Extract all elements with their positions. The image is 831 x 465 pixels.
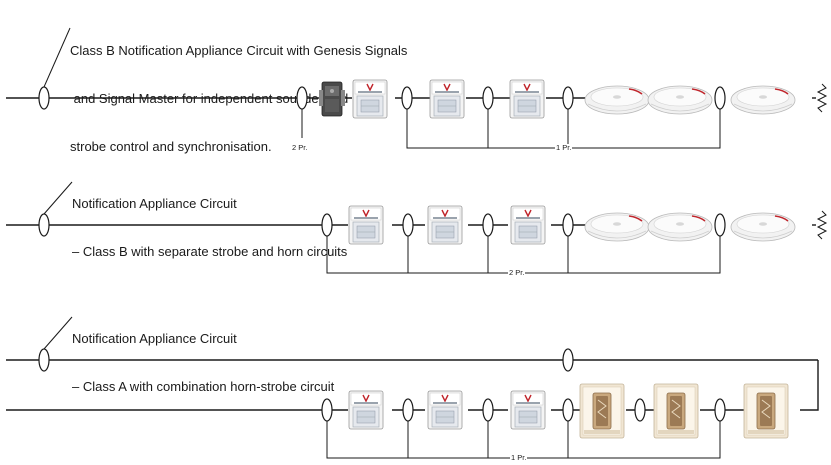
ceiling-sounder-icon xyxy=(584,85,650,115)
caption-line: Notification Appliance Circuit xyxy=(72,331,237,346)
pair-label: 2 Pr. xyxy=(508,268,526,277)
wall-horn-strobe-icon xyxy=(427,205,463,245)
section3-caption: Notification Appliance Circuit – Class A… xyxy=(72,299,334,427)
ceiling-sounder-icon xyxy=(647,85,713,115)
wall-horn-strobe-icon xyxy=(348,205,384,245)
wall-strobe-icon xyxy=(743,383,789,439)
wall-horn-strobe-icon xyxy=(427,390,463,430)
wall-strobe-icon xyxy=(579,383,625,439)
ceiling-sounder-icon xyxy=(730,212,796,242)
caption-line: – Class B with separate strobe and horn … xyxy=(72,244,348,259)
wall-horn-strobe-icon xyxy=(348,390,384,430)
ceiling-sounder-icon xyxy=(647,212,713,242)
caption-line: Class B Notification Appliance Circuit w… xyxy=(70,43,408,58)
cable-ring-marker xyxy=(38,86,50,110)
signal-master-module-icon xyxy=(318,81,346,117)
wall-horn-strobe-icon xyxy=(510,390,546,430)
end-of-line-resistor-icon xyxy=(817,83,827,113)
wall-horn-strobe-icon xyxy=(352,79,388,119)
pair-label: 1 Pr. xyxy=(510,453,528,462)
wall-horn-strobe-icon xyxy=(429,79,465,119)
caption-line: strobe control and synchronisation. xyxy=(70,139,272,154)
caption-line: – Class A with combination horn-strobe c… xyxy=(72,379,335,394)
wall-strobe-icon xyxy=(653,383,699,439)
ceiling-sounder-icon xyxy=(584,212,650,242)
caption-line: Notification Appliance Circuit xyxy=(72,196,237,211)
pair-label: 1 Pr. xyxy=(555,143,573,152)
section2-caption: Notification Appliance Circuit – Class B… xyxy=(72,164,347,292)
wall-horn-strobe-icon xyxy=(510,205,546,245)
pair-label: 2 Pr. xyxy=(291,143,309,152)
end-of-line-resistor-icon xyxy=(817,210,827,240)
ceiling-sounder-icon xyxy=(730,85,796,115)
wall-horn-strobe-icon xyxy=(509,79,545,119)
